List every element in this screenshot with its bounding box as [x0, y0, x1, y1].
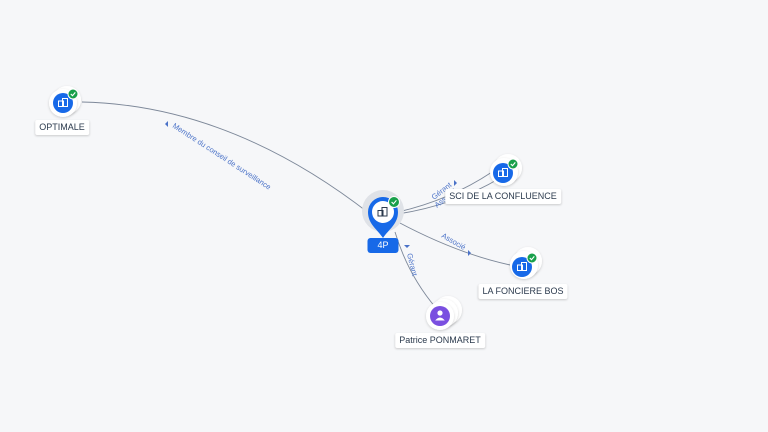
node-label-center[interactable]: 4P — [367, 238, 399, 253]
node-fonciere-bos[interactable] — [510, 247, 542, 279]
arrow-optimale — [165, 121, 168, 127]
verified-check-icon — [67, 88, 79, 100]
edge-optimale — [81, 101, 371, 215]
arrow-patrice — [404, 245, 410, 248]
node-label-optimale[interactable]: OPTIMALE — [35, 120, 89, 135]
building-icon — [517, 262, 527, 271]
person-icon — [435, 310, 445, 321]
building-icon — [498, 168, 508, 177]
verified-check-icon — [388, 196, 400, 208]
node-sci-confluence[interactable] — [490, 154, 522, 186]
edges — [81, 101, 516, 309]
building-icon — [58, 98, 68, 107]
edge-label-optimale: Membre du conseil de surveillance — [171, 121, 273, 191]
verified-check-icon — [507, 158, 519, 170]
arrow-sci — [454, 180, 457, 186]
edge-label-patrice: Gérant — [405, 252, 420, 277]
node-center-4p[interactable] — [362, 190, 404, 238]
node-label-patrice[interactable]: Patrice PONMARET — [395, 333, 485, 348]
node-optimale[interactable] — [49, 86, 81, 117]
node-label-fonciere[interactable]: LA FONCIERE BOS — [478, 284, 568, 299]
verified-check-icon — [526, 252, 538, 264]
node-label-sci[interactable]: SCI DE LA CONFLUENCE — [445, 189, 561, 204]
arrow-fonciere — [468, 250, 471, 256]
edge-label-fonciere: Associé — [440, 231, 467, 252]
node-patrice-ponmaret[interactable] — [426, 296, 462, 330]
edge-fonciere — [397, 221, 516, 267]
building-icon — [377, 207, 388, 217]
